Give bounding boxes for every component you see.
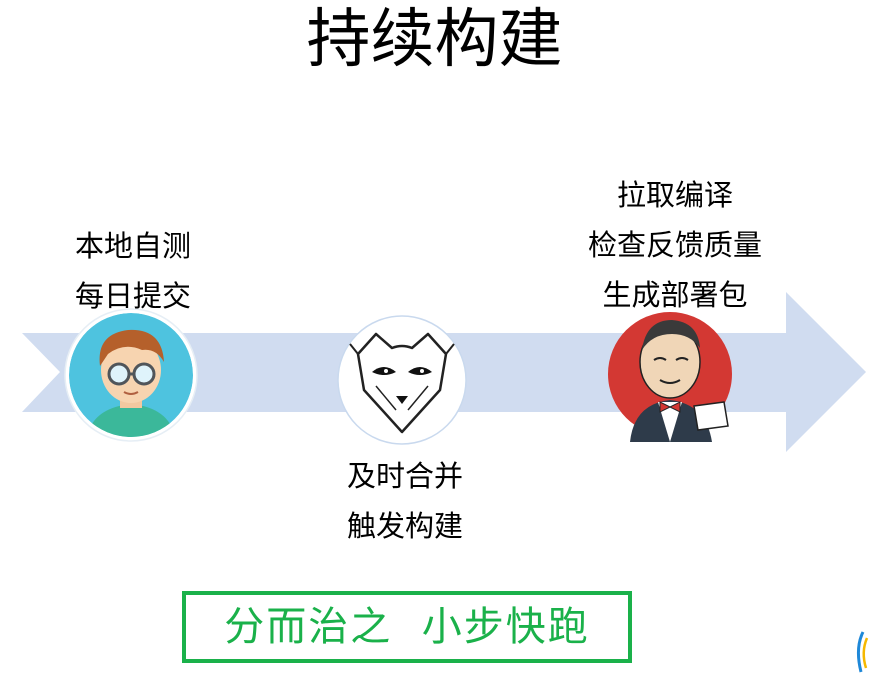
developer-avatar-icon [64, 308, 198, 446]
stage-developer-line-1: 本地自测 [74, 229, 191, 263]
stage-jenkins-label: 拉取编译 检查反馈质量 生成部署包 [560, 170, 790, 320]
stage-developer-line-2: 每日提交 [74, 279, 191, 313]
corner-logo-icon [854, 628, 869, 680]
slogan-text: 分而治之 小步快跑 [224, 604, 590, 650]
stage-git-label: 及时合并 触发构建 [300, 451, 510, 551]
page-title: 持续构建 [306, 3, 563, 77]
stage-git-line-2: 触发构建 [346, 509, 463, 543]
stage-git-line-1: 及时合并 [346, 459, 463, 493]
git-cat-logo-icon [336, 314, 468, 450]
jenkins-butler-logo-icon [606, 306, 746, 446]
slogan-box: 分而治之 小步快跑 [182, 591, 632, 663]
stage-jenkins-line-1: 拉取编译 [616, 178, 733, 212]
stage-jenkins-line-3: 生成部署包 [602, 278, 748, 312]
stage-developer-label: 本地自测 每日提交 [38, 221, 228, 321]
stage-jenkins-line-2: 检查反馈质量 [587, 228, 762, 262]
